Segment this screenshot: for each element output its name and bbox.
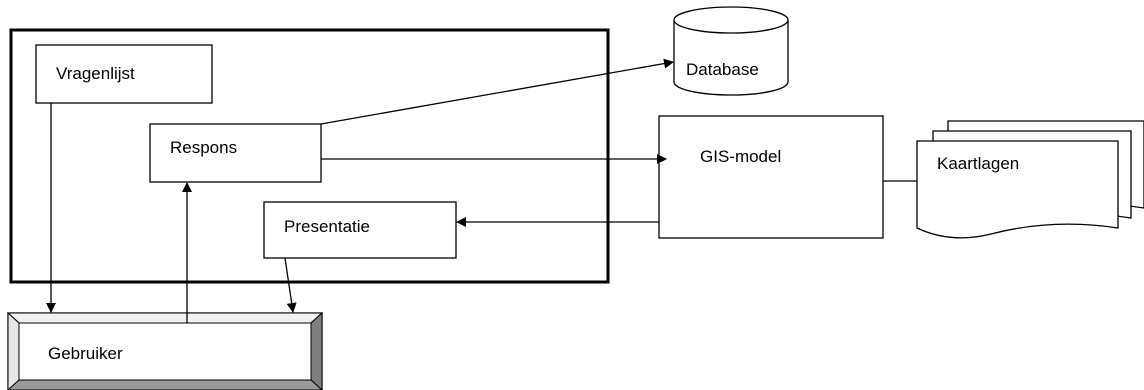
presentatie-label: Presentatie: [284, 217, 370, 236]
edge-respons-database: [320, 58, 674, 125]
kaartlagen-node: Kaartlagen: [916, 120, 1144, 239]
presentatie-node: Presentatie: [263, 201, 457, 259]
vragenlijst-label: Vragenlijst: [56, 64, 135, 83]
gebruiker-node: Gebruiker: [6, 311, 324, 390]
vragenlijst-node: Vragenlijst: [35, 44, 213, 104]
gis-model-node: GIS-model: [658, 115, 884, 239]
respons-label: Respons: [170, 138, 237, 157]
gebruiker-label: Gebruiker: [48, 344, 123, 363]
gis-model-label: GIS-model: [700, 147, 781, 166]
database-node: Database: [673, 6, 789, 96]
database-label: Database: [686, 60, 759, 79]
kaartlagen-label: Kaartlagen: [937, 154, 1019, 173]
system-boundary: [9, 28, 610, 284]
respons-node: Respons: [149, 123, 322, 183]
edge-presentatie-gebruiker: [284, 257, 297, 313]
